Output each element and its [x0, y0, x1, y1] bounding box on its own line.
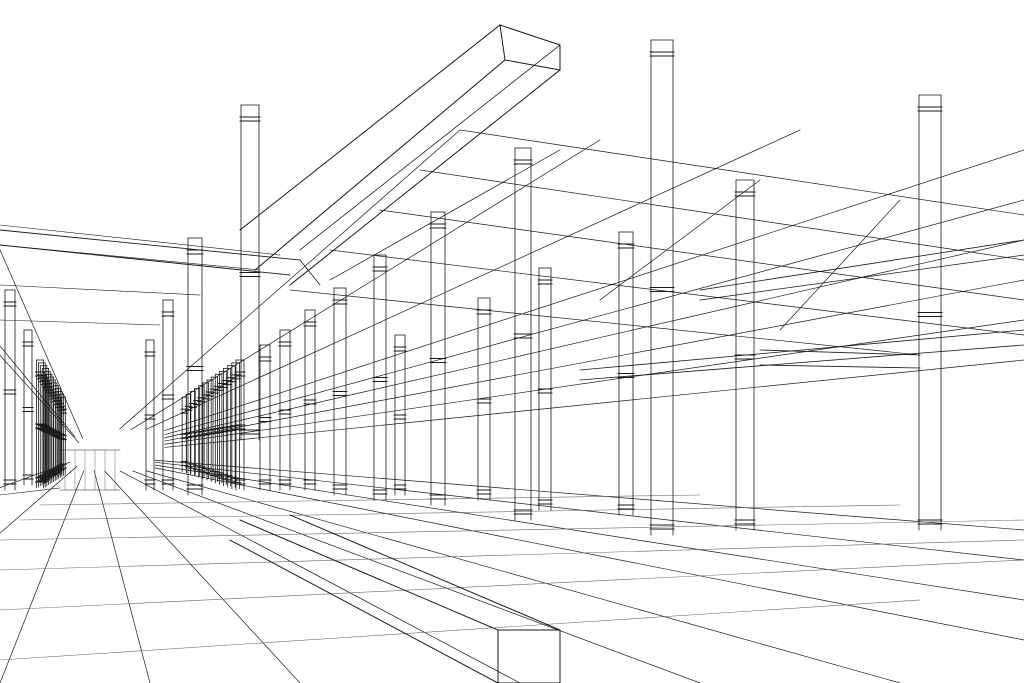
floor-cross-line — [0, 519, 1024, 541]
beam-edge — [699, 254, 1024, 301]
ceiling-line — [164, 279, 1024, 442]
ceiling-line — [164, 149, 1024, 432]
columns — [3, 39, 943, 536]
ceiling-cross-line — [0, 319, 161, 326]
floor-line — [119, 470, 521, 683]
beam-edge — [289, 514, 561, 631]
floor-cross-line — [19, 504, 901, 521]
ceiling-line — [164, 319, 1024, 445]
ceiling-cross-line — [599, 179, 761, 301]
beam-end-face — [499, 24, 561, 71]
ceiling-line — [164, 199, 1024, 436]
floor-cross-line — [0, 559, 1024, 611]
beam-edge — [0, 244, 291, 276]
floor-line — [0, 470, 85, 683]
beams — [0, 24, 1024, 683]
floor-line — [0, 461, 71, 488]
beam-edge — [759, 364, 921, 369]
ceiling-cross-line — [459, 129, 1024, 216]
ceiling-line — [164, 239, 1024, 439]
floor-line — [93, 470, 151, 683]
floor-line — [154, 467, 1024, 641]
ceiling-cross-line — [0, 224, 281, 256]
beam-edge — [289, 69, 561, 286]
beam-edge — [0, 229, 301, 261]
ceiling-cross-line — [779, 199, 901, 331]
beam-edge — [239, 519, 499, 631]
ceiling-line — [0, 249, 84, 440]
floor-line — [154, 464, 1024, 601]
ceiling-line — [164, 359, 1024, 448]
beam-edge — [229, 539, 499, 683]
beam-edge — [579, 344, 1024, 381]
beam-edge — [759, 349, 921, 356]
ceiling-cross-line — [419, 169, 1024, 261]
ceiling-line — [146, 129, 801, 430]
beam-edge — [254, 59, 506, 271]
floor-edge-line — [0, 487, 61, 496]
beam-edge — [299, 259, 321, 286]
ceiling-line — [130, 139, 601, 431]
floor-cross-line — [0, 539, 1024, 571]
beam-edge — [579, 329, 1024, 371]
floor-line — [154, 461, 1024, 561]
floor-line — [155, 459, 1024, 531]
ceiling-cross-line — [329, 249, 1024, 336]
ceiling-cross-line — [289, 289, 921, 356]
beam-end-face — [497, 629, 561, 683]
floor-line — [0, 466, 78, 534]
floor-cross-line — [39, 494, 701, 506]
floor-cross-line — [0, 599, 921, 661]
floor-grid — [0, 459, 1024, 683]
beam-edge — [299, 44, 561, 251]
ceiling-line — [119, 129, 461, 430]
floor-line — [132, 470, 701, 683]
ceiling-cross-line — [0, 284, 201, 296]
beam-edge — [699, 239, 1024, 291]
floor-line — [104, 470, 301, 683]
ceiling-cross-line — [379, 209, 1024, 301]
floor-line — [146, 470, 901, 683]
beam-edge — [239, 24, 501, 231]
